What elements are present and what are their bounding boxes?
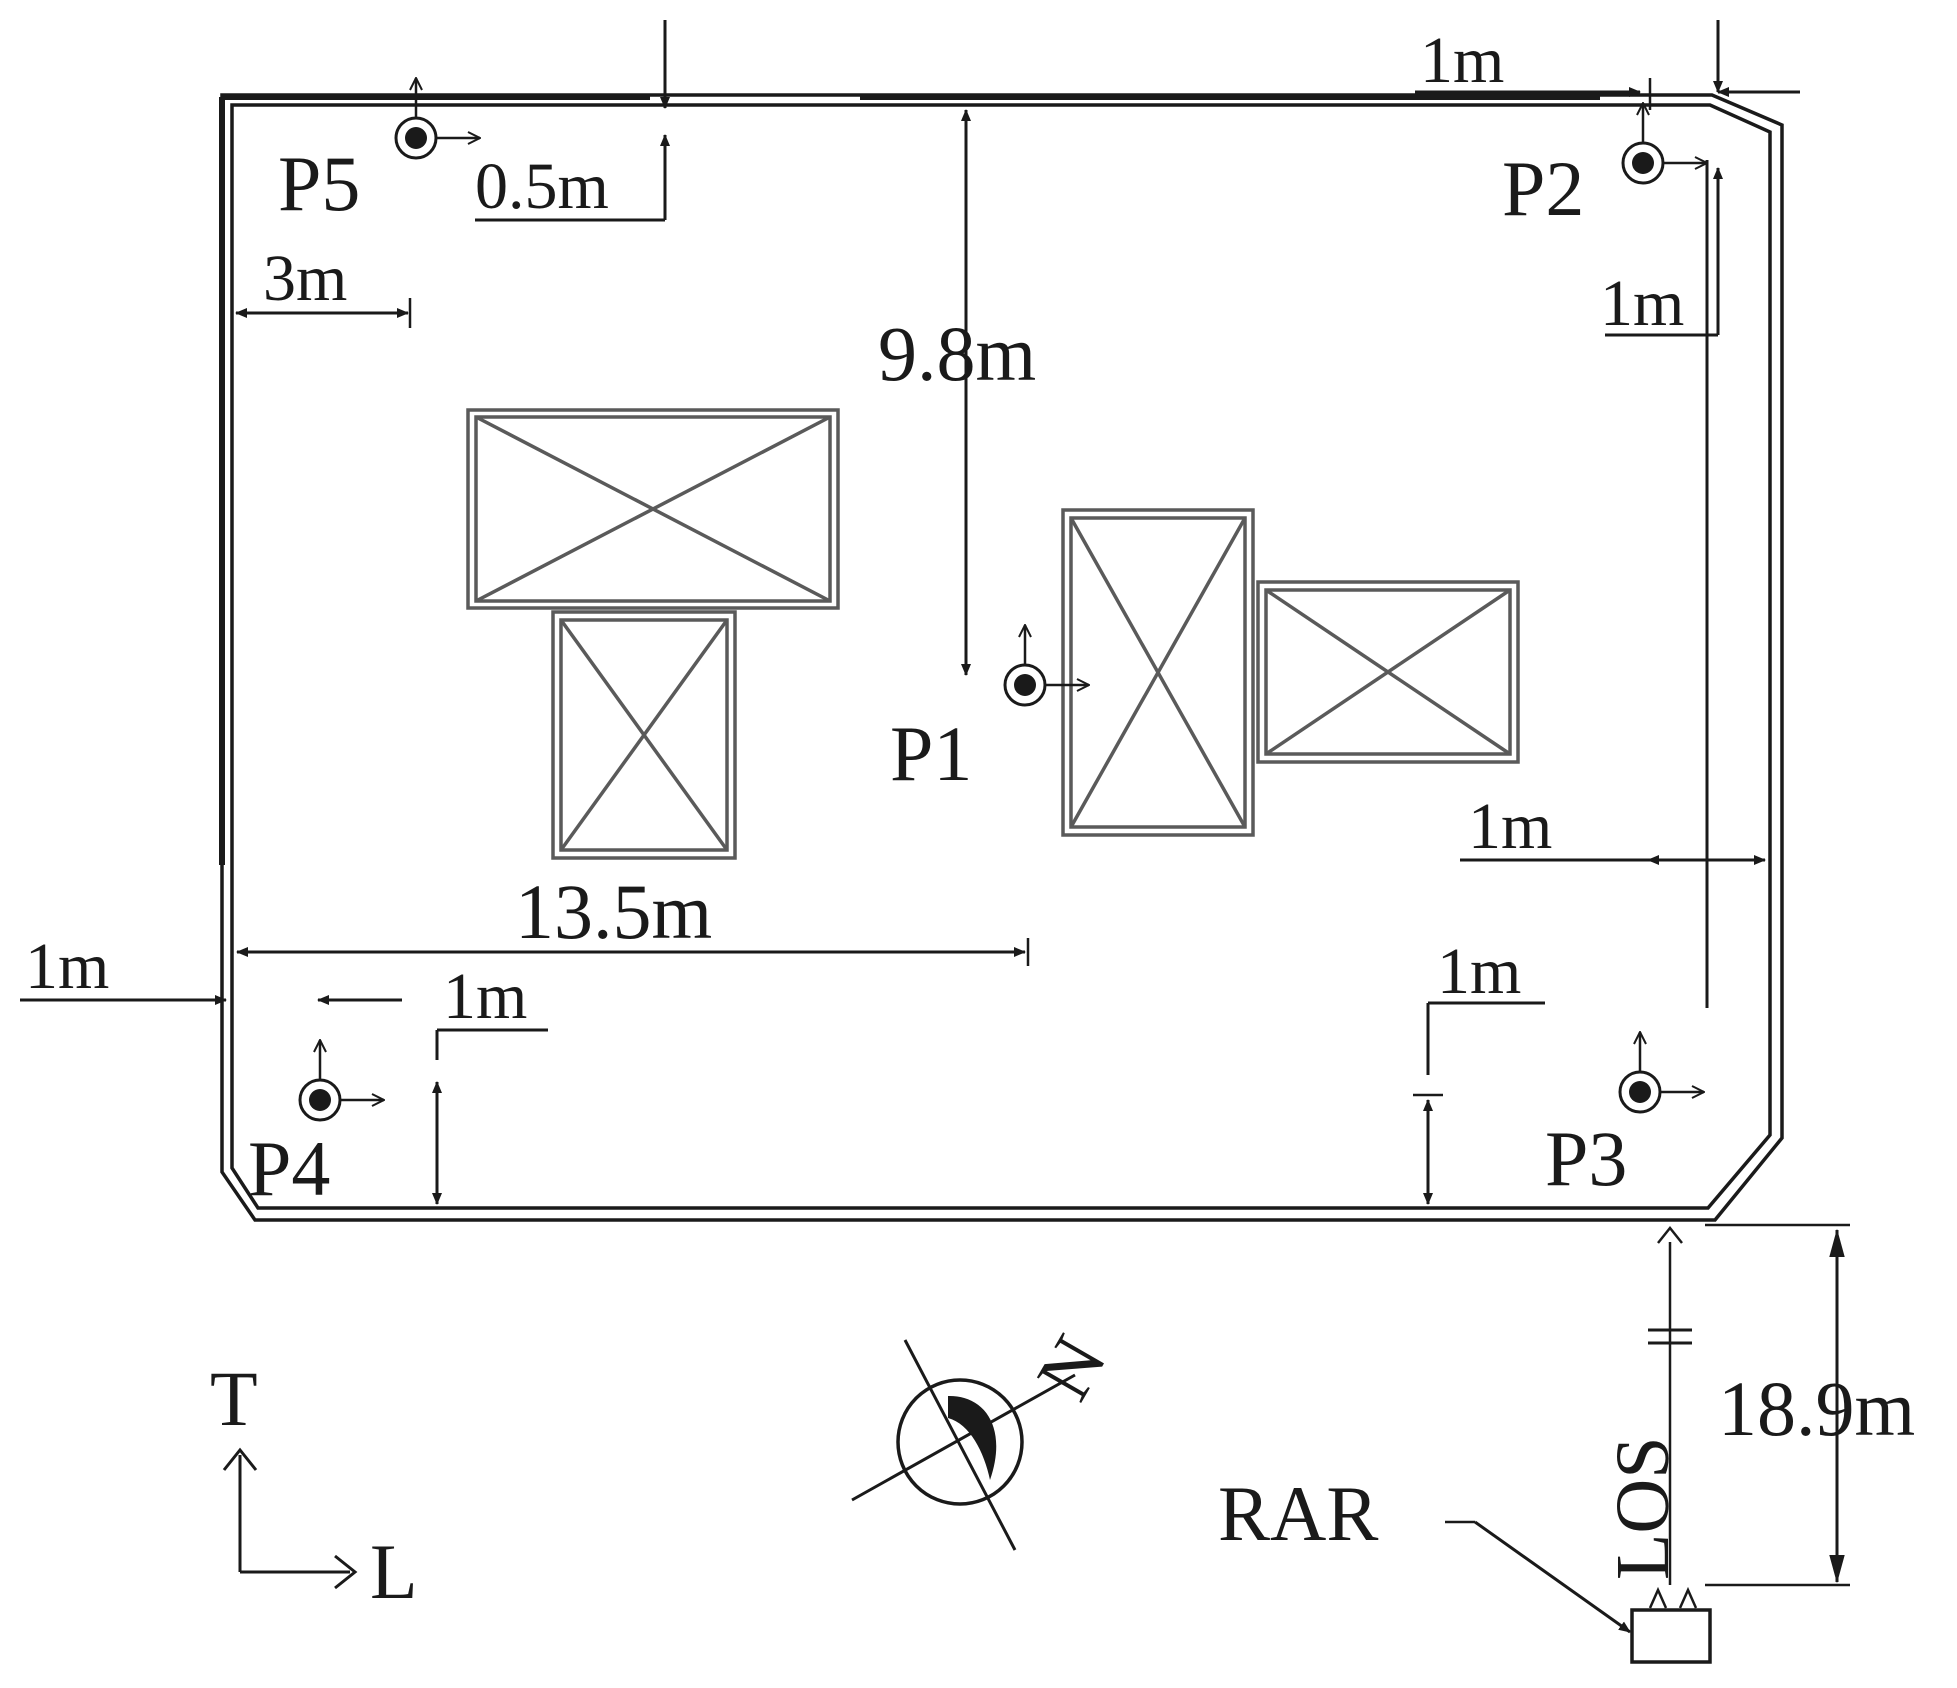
point-p3-label: P3: [1545, 1115, 1627, 1202]
radar-label: RAR: [1218, 1470, 1378, 1557]
dim-p5-label: 0.5m: [475, 150, 609, 223]
dim-p3-bottom: [1413, 1001, 1545, 1205]
dim-p4-bottom-label: 1m: [443, 960, 527, 1033]
dim-left-margin-label: 3m: [263, 242, 347, 315]
dim-p4-bottom: [432, 1028, 548, 1205]
dim-p2-vertical-label: 1m: [1600, 267, 1684, 340]
dim-left-wall-label: 1m: [25, 930, 109, 1003]
dim-p1-left: [236, 938, 1030, 966]
dim-right-margin-label: 1m: [1468, 790, 1552, 863]
north-arrow: [851, 1339, 1076, 1551]
point-p4-label: P4: [248, 1125, 330, 1212]
obstacle-box-4: [1256, 580, 1520, 764]
axis-l-label: L: [370, 1528, 418, 1615]
obstacle-box-3: [1061, 508, 1255, 837]
point-p3-symbol: [1618, 1032, 1704, 1114]
obstacle-box-1: [466, 408, 840, 610]
axis-t-label: T: [210, 1355, 258, 1442]
axis-indicator: [222, 1447, 358, 1590]
point-p4-symbol: [298, 1040, 384, 1122]
north-label: N: [1019, 1321, 1123, 1413]
dim-radar-distance: [1705, 1223, 1850, 1587]
point-p2-symbol: [1621, 103, 1707, 185]
dim-p5: [475, 20, 670, 222]
point-p2-label: P2: [1502, 145, 1584, 232]
point-p5-label: P5: [278, 140, 360, 227]
dim-radar-distance-label: 18.9m: [1718, 1365, 1915, 1452]
los-line: [1648, 1225, 1692, 1585]
point-p1-label: P1: [890, 710, 972, 797]
dim-p1-left-label: 13.5m: [515, 868, 712, 955]
building-outline: [219, 93, 1784, 1222]
dim-p3-bottom-label: 1m: [1437, 935, 1521, 1008]
dim-left-margin: [235, 298, 412, 328]
radar-icon: [1630, 1586, 1712, 1664]
dim-p2-vertical: [1605, 160, 1723, 1008]
point-p1-symbol: [1003, 625, 1089, 707]
point-p5-symbol: [394, 78, 480, 160]
los-label: LOS: [1601, 1436, 1685, 1580]
radar-leader-line: [1474, 1520, 1631, 1634]
dim-p1-top-label: 9.8m: [878, 310, 1036, 397]
obstacle-box-2: [551, 610, 737, 860]
dim-top-right-label: 1m: [1420, 24, 1504, 97]
dim-top-right: [1415, 20, 1800, 110]
